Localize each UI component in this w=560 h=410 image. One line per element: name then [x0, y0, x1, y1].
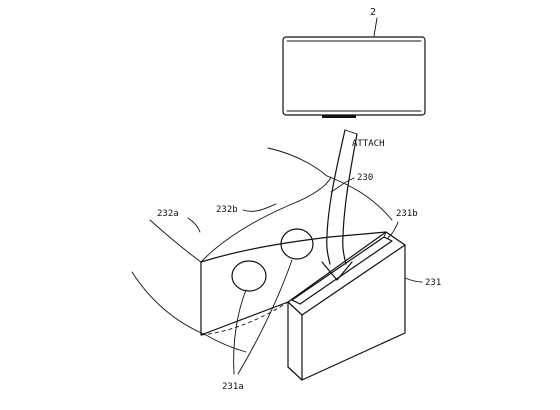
label-housing: 231 — [425, 278, 441, 288]
lens-opening-left — [231, 260, 267, 292]
device-connector — [322, 115, 356, 118]
label-lens-openings: 231a — [222, 382, 244, 392]
lens-opening-right — [280, 228, 314, 260]
leader-lines — [187, 177, 423, 375]
label-slot: 231b — [396, 209, 418, 219]
label-device: 2 — [370, 7, 376, 18]
label-goggles: 230 — [357, 173, 373, 183]
leader-line-device — [373, 17, 378, 37]
device-tablet — [282, 36, 426, 118]
housing — [287, 231, 406, 381]
label-goggle-top: 232b — [216, 205, 238, 215]
goggle-strap — [131, 147, 393, 353]
label-attach: ATTACH — [352, 139, 385, 149]
label-goggle-left: 232a — [157, 209, 179, 219]
device-slot — [291, 236, 393, 305]
attach-arrow — [321, 129, 358, 281]
goggle-body — [200, 228, 387, 336]
